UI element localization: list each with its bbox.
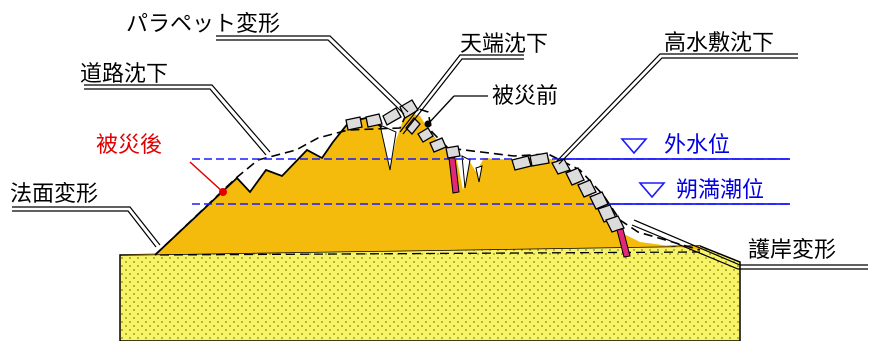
sheet-pile bbox=[448, 157, 460, 194]
crack-wedge bbox=[461, 155, 471, 189]
label-spring-tide-level: 朔満潮位 bbox=[676, 178, 765, 203]
label-high-water-bed-settlement: 高水敷沈下 bbox=[664, 31, 775, 56]
label-parapet-deformation: パラペット変形 bbox=[126, 12, 281, 37]
parapet-blocks bbox=[345, 99, 625, 233]
label-crest-settlement: 天端沈下 bbox=[460, 32, 549, 57]
embankment-body bbox=[120, 112, 700, 255]
label-before-damage: 被災前 bbox=[492, 84, 559, 109]
water-level-triangle-icon bbox=[620, 138, 648, 155]
after-damage-leader bbox=[189, 161, 224, 193]
label-revetment-deformation: 護岸変形 bbox=[748, 238, 837, 263]
before-damage-base bbox=[159, 251, 701, 256]
label-road-settlement: 道路沈下 bbox=[80, 62, 169, 87]
sheet-pile bbox=[616, 228, 631, 258]
foundation-ground bbox=[119, 245, 741, 342]
label-outer-water-level: 外水位 bbox=[664, 133, 731, 158]
water-level-triangle-icon bbox=[638, 182, 666, 199]
before-damage-leader bbox=[427, 95, 455, 125]
callout-leaders bbox=[12, 35, 868, 270]
crack-wedge bbox=[475, 165, 483, 183]
crack-wedge bbox=[379, 124, 397, 171]
label-after-damage: 被災後 bbox=[96, 133, 163, 158]
label-slope-deformation: 法面変形 bbox=[10, 182, 99, 207]
